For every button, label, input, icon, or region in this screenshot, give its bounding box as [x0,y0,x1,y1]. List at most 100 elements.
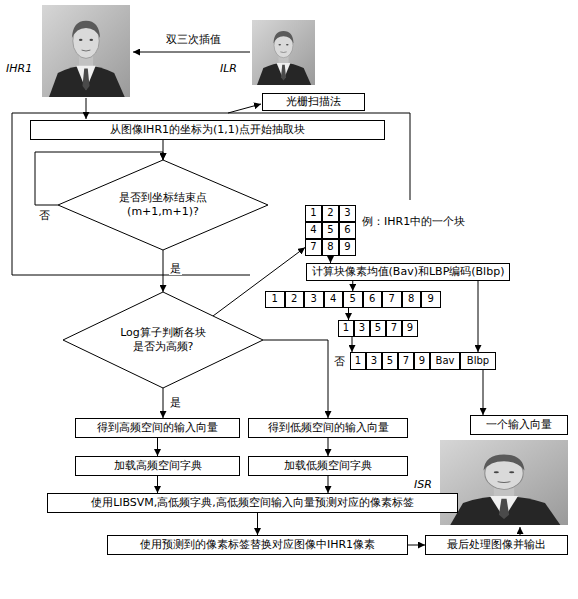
pixel-cell: 7 [386,320,402,337]
node-text-group: 3 [371,355,377,368]
interpolation-arrow [133,52,250,53]
pixel-cell: 5 [370,320,386,337]
node-text-group: 3 [311,293,317,306]
pixel-cell: 5 [343,291,363,308]
process-box: 使用LIBSVM,高低频字典,高低频空间输入向量预测对应的像素标签 [47,493,458,513]
pixel-cell: 5 [322,222,339,239]
node-text: 7 [310,241,316,254]
flow-arrow [348,308,349,320]
node-text-group: 2 [327,207,333,220]
edge-label: 是 [169,396,182,409]
figure-label: ISR [414,478,432,491]
pixel-cell: 7 [305,239,322,256]
node-text-group: 使用LIBSVM,高低频字典,高低频空间输入向量预测对应的像素标签 [91,496,414,510]
node-text: 9 [428,293,434,306]
node-text: 6 [369,293,375,306]
node-text: 1 [310,207,316,220]
photo-ilr [252,20,315,85]
node-text-group: 9 [419,355,425,368]
pixel-cell: Blbp [460,352,496,370]
node-text-group: 3 [359,322,365,335]
node-text-group: 使用预测到的像素标签替换对应图像中IHR1像素 [140,538,375,552]
node-text: 2 [327,207,333,220]
flow-arrow [352,281,353,291]
pixel-cell: Bav [430,352,460,370]
node-text: 3 [344,207,350,220]
node-text-group: 是否到坐标结束点(m+1,m+1)? [118,191,208,219]
node-text-group: 7 [403,355,409,368]
photo-ihr1 [42,5,130,97]
pixel-cell: 8 [322,239,339,256]
node-text-group: 5 [387,355,393,368]
pixel-cell: 9 [339,239,356,256]
node-text-group: 最后处理图像并输出 [447,538,546,552]
node-text-group: 5 [375,322,381,335]
edge-label: 否 [38,209,51,222]
node-text-group: 5 [350,293,356,306]
node-text-group: Log算子判断各块是否为高频? [118,326,208,354]
node-text-group: 6 [369,293,375,306]
pixel-cell: 9 [421,291,441,308]
flow-arrow [163,388,164,418]
input-arrow [86,98,87,119]
flow-arrow [483,370,484,415]
node-text: 3 [311,293,317,306]
node-text-group: Blbp [467,355,489,368]
figure-label: IHR1 [6,62,32,75]
pixel-cell: 7 [398,352,414,370]
pixel-cell: 4 [324,291,344,308]
flow-arrow [257,513,258,535]
node-text-group: 加载低频空间字典 [284,459,372,473]
flow-arrow [157,476,158,493]
node-text: 是否到坐标结束点(m+1,m+1)? [118,191,208,219]
node-text: 7 [403,355,409,368]
flow-arrow [352,337,353,352]
node-text-group: 9 [428,293,434,306]
node-text: 使用LIBSVM,高低频字典,高低频空间输入向量预测对应的像素标签 [91,496,414,510]
process-box: 得到低频空间的输入向量 [248,418,408,438]
node-text-group: 8 [408,293,414,306]
flow-arrow [263,340,328,418]
node-text: 9 [344,241,350,254]
pixel-cell: 1 [265,291,285,308]
pixel-cell: 3 [366,352,382,370]
edge-label: 是 [169,262,182,275]
node-text-group: 5 [327,224,333,237]
node-text: 从图像IHR1的坐标为(1,1)点开始抽取块 [110,123,305,137]
process-box: 一个输入向量 [470,415,568,435]
node-text-group: 1 [343,322,349,335]
pixel-cell: 3 [304,291,324,308]
node-text: 3 [359,322,365,335]
process-box: 加载高频空间字典 [75,456,240,476]
pixel-cell: 5 [382,352,398,370]
flow-arrow [328,438,329,456]
node-text-group: 光栅扫描法 [286,95,341,109]
flow-arrow [408,545,425,546]
node-text-group: 得到高频空间的输入向量 [97,421,218,435]
photo-isr [440,440,568,525]
node-text: 8 [408,293,414,306]
figure-label: ILR [220,62,237,75]
pixel-cell: 1 [350,352,366,370]
diamond-shape [58,160,268,250]
pixel-cell: 6 [339,222,356,239]
node-text: Bav [436,355,455,368]
decision-diamond: Log算子判断各块是否为高频? [63,292,263,388]
process-box: 最后处理图像并输出 [425,535,568,555]
output-arrow [520,527,521,535]
pixel-cell: 1 [305,205,322,222]
pixel-cell: 3 [339,205,356,222]
node-text: 1 [272,293,278,306]
node-text: 计算块像素均值(Bav)和LBP编码(Blbp) [312,265,505,279]
loop-frame [12,113,410,275]
node-text: 4 [330,293,336,306]
node-text-group: 7 [389,293,395,306]
process-box: 得到高频空间的输入向量 [75,418,240,438]
node-text: 9 [407,322,413,335]
node-text-group: 得到低频空间的输入向量 [268,421,389,435]
node-text-group: 1 [272,293,278,306]
node-text: 5 [350,293,356,306]
process-box: 加载低频空间字典 [248,456,408,476]
